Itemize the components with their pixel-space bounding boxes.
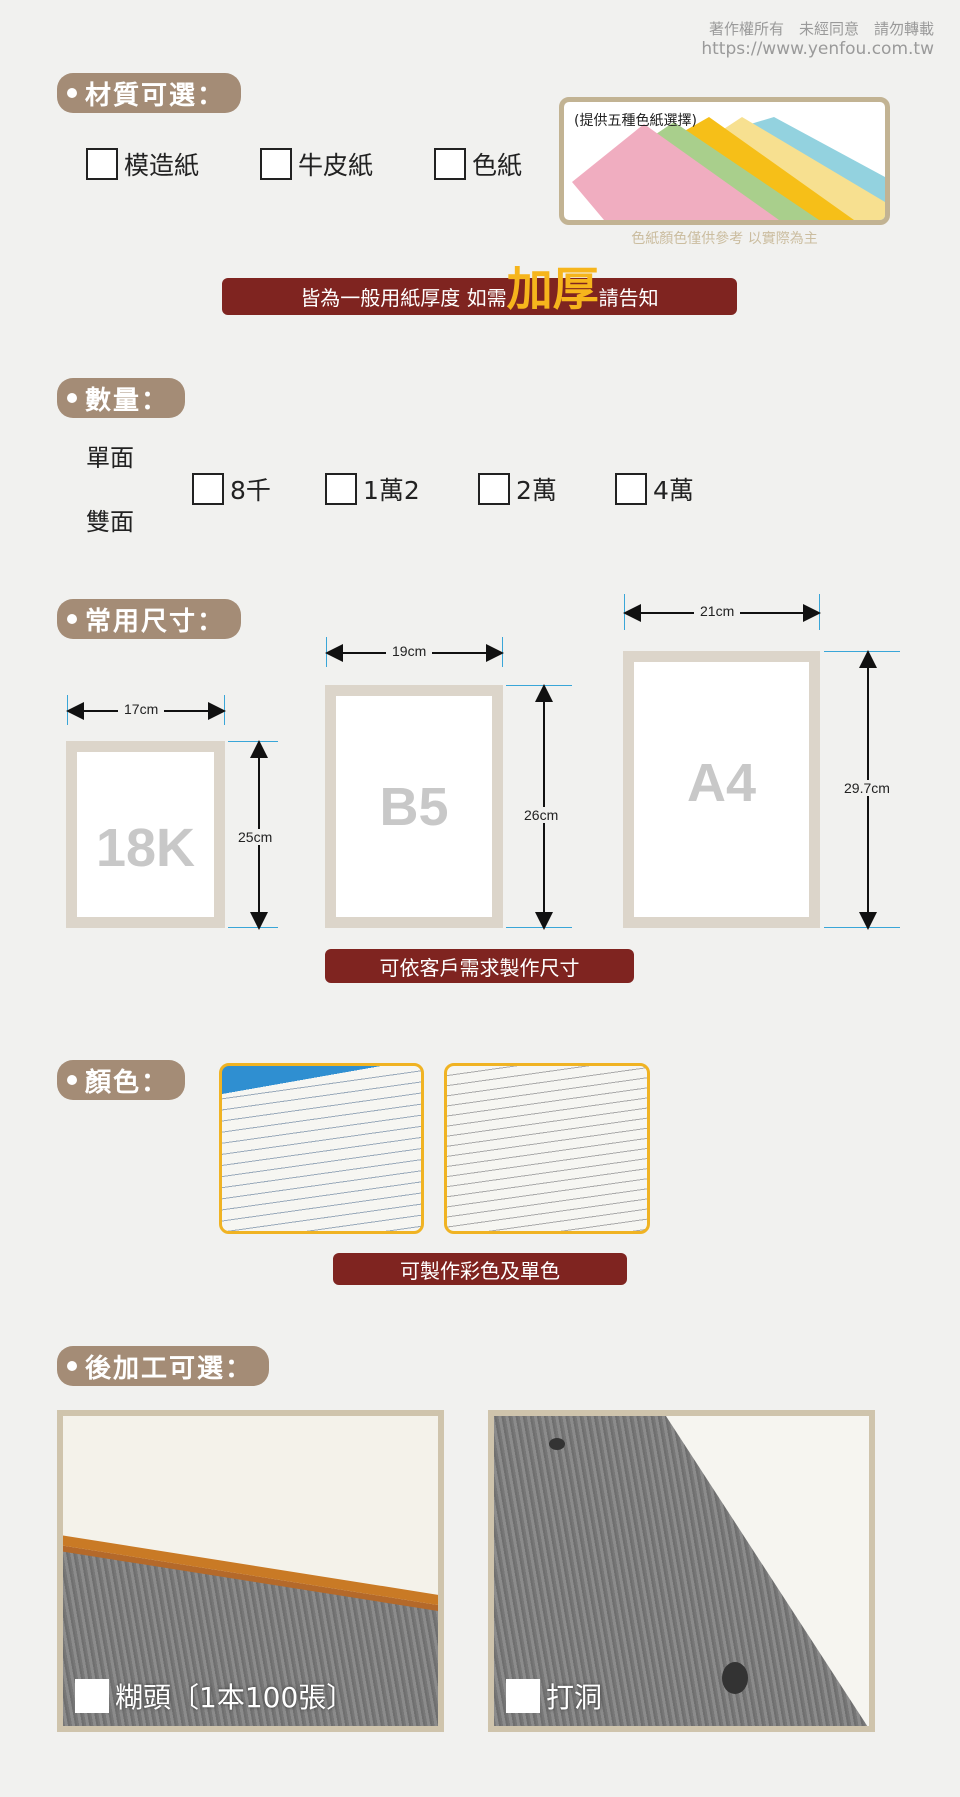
checkbox[interactable] (325, 473, 357, 505)
option-label: 糊頭〔1本100張〕 (115, 1681, 355, 1714)
panel-note: 色紙顏色僅供參考 以實際為主 (631, 231, 818, 247)
custom-size-banner: 可依客戶需求製作尺寸 (325, 949, 634, 983)
side-double: 雙面 (86, 508, 134, 536)
option-label: 8千 (230, 476, 271, 505)
checkbox[interactable] (75, 1679, 109, 1713)
banner-emphasis: 加厚 (506, 261, 599, 316)
size-a4: A4 (623, 651, 820, 928)
option-paper-color[interactable]: 色紙 (434, 146, 522, 182)
option-label: 2萬 (516, 476, 557, 505)
checkbox[interactable] (506, 1679, 540, 1713)
photo-glued-pad: 糊頭〔1本100張〕 (57, 1410, 444, 1732)
thickness-banner: 皆為一般用紙厚度 如需 加厚 請告知 (222, 262, 737, 316)
width-label: 21cm (694, 603, 741, 619)
section-title: 常用尺寸： (85, 606, 226, 637)
option-qty-12k[interactable]: 1萬2 (325, 471, 420, 507)
paper-sample (644, 122, 819, 220)
section-title: 後加工可選： (85, 1353, 254, 1384)
size-18k: 18K (66, 741, 225, 928)
banner-text: 皆為一般用紙厚度 如需 (300, 286, 507, 310)
size-name: B5 (336, 696, 492, 917)
paper-sample (572, 124, 779, 220)
side-single: 單面 (86, 444, 134, 472)
copyright-text: 著作權所有 未經同意 請勿轉載 (708, 20, 934, 38)
bullet-icon (67, 1075, 77, 1085)
photo-hole-punch: 打洞 (488, 1410, 875, 1732)
width-label: 19cm (386, 643, 433, 659)
color-banner: 可製作彩色及單色 (333, 1253, 627, 1285)
bullet-icon (67, 88, 77, 98)
section-quantity: 數量： (57, 378, 186, 418)
bullet-icon (67, 614, 77, 624)
section-material: 材質可選： (57, 73, 242, 113)
size-b5: B5 (325, 685, 503, 928)
option-label: 打洞 (546, 1681, 603, 1714)
checkbox[interactable] (86, 148, 118, 180)
option-label: 4萬 (653, 476, 694, 505)
color-paper-panel: (提供五種色紙選擇) (559, 97, 890, 225)
size-name: A4 (634, 662, 809, 917)
width-label: 17cm (118, 701, 165, 717)
size-name: 18K (77, 752, 214, 917)
checkbox[interactable] (192, 473, 224, 505)
option-label: 模造紙 (124, 151, 200, 180)
height-label: 25cm (232, 829, 279, 845)
checkbox[interactable] (260, 148, 292, 180)
banner-text: 請告知 (598, 286, 659, 310)
section-title: 顏色： (85, 1067, 170, 1098)
checkbox[interactable] (478, 473, 510, 505)
website-url: https://www.yenfou.com.tw (701, 39, 934, 59)
section-color: 顏色： (57, 1060, 186, 1100)
option-label: 牛皮紙 (298, 151, 374, 180)
section-post-processing: 後加工可選： (57, 1346, 270, 1386)
section-title: 材質可選： (85, 80, 226, 111)
option-qty-8k[interactable]: 8千 (192, 471, 271, 507)
copyright-notice: 著作權所有 未經同意 請勿轉載 https://www.yenfou.com.t… (701, 19, 934, 59)
panel-caption: (提供五種色紙選擇) (574, 113, 697, 129)
height-label: 29.7cm (838, 780, 896, 796)
bullet-icon (67, 1361, 77, 1371)
option-label: 色紙 (472, 151, 523, 180)
color-sample-image (219, 1063, 424, 1234)
option-paper-plain[interactable]: 模造紙 (86, 146, 199, 182)
section-title: 數量： (85, 385, 170, 416)
option-qty-40k[interactable]: 4萬 (615, 471, 694, 507)
paper-sample (704, 117, 885, 220)
option-qty-20k[interactable]: 2萬 (478, 471, 557, 507)
checkbox[interactable] (615, 473, 647, 505)
option-label: 1萬2 (363, 476, 420, 505)
color-paper-samples (572, 117, 885, 220)
option-paper-kraft[interactable]: 牛皮紙 (260, 146, 373, 182)
height-label: 26cm (518, 807, 565, 823)
mono-sample-image (444, 1063, 650, 1234)
paper-sample (674, 117, 854, 220)
bullet-icon (67, 393, 77, 403)
checkbox[interactable] (434, 148, 466, 180)
section-sizes: 常用尺寸： (57, 599, 242, 639)
